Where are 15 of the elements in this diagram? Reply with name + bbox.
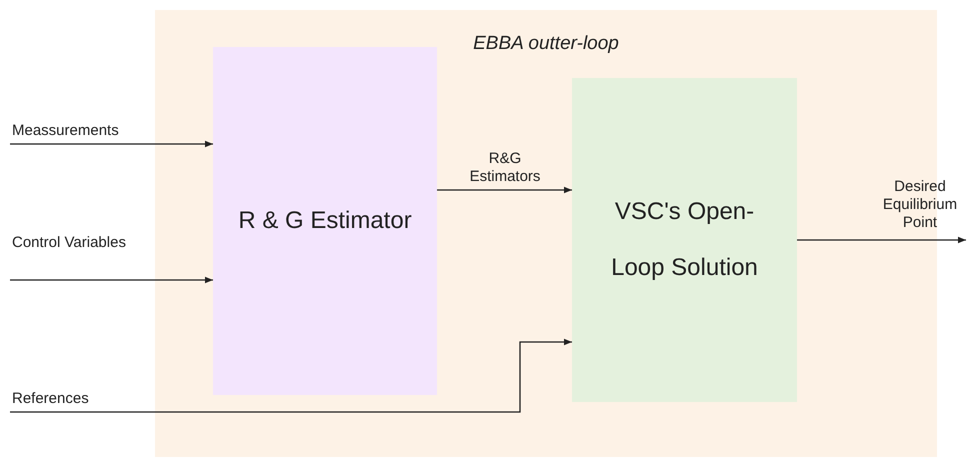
edge-label: Meassurements: [12, 122, 120, 140]
arrow: [10, 140, 213, 148]
band-title: EBBA outter-loop: [472, 32, 620, 56]
edge-label: References: [12, 390, 90, 408]
box-label: VSC's Open-Loop Solution: [610, 197, 759, 283]
edge-label: Desired Equilibrium Point: [882, 178, 958, 232]
arrow: [437, 186, 572, 194]
arrow: [10, 276, 213, 284]
process-box: [213, 47, 437, 395]
edge-label: Control Variables: [12, 234, 127, 252]
edge-label: R&G Estimators: [468, 150, 542, 186]
box-label: R & G Estimator: [237, 206, 413, 236]
process-box: [572, 78, 797, 402]
arrow: [10, 338, 572, 413]
arrow: [797, 236, 966, 244]
